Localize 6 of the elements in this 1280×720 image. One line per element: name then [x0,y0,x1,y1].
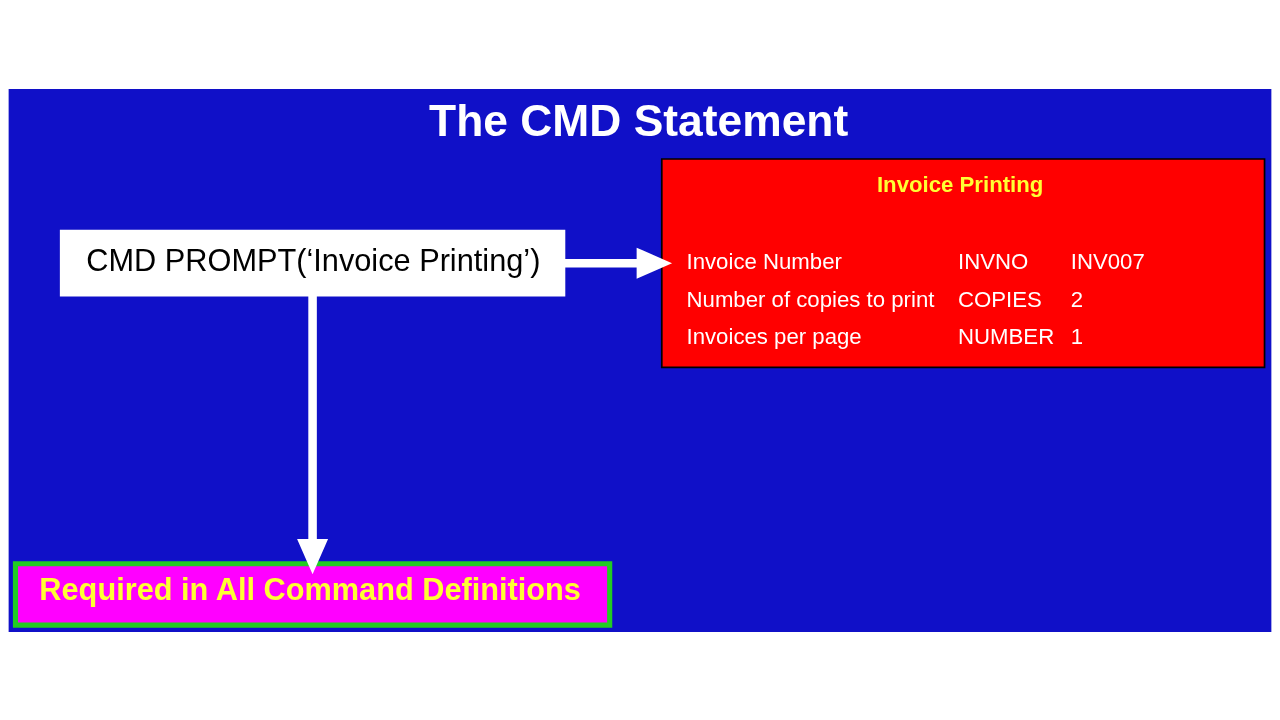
arrow [562,247,673,279]
node-box: Invoice Printing Invoice Number INVNO INV007 Number of copies to print COPIES 2 Invoices per page NUMBER 1 [660,157,1266,368]
diagram-title: The CMD Statement [429,95,849,145]
node-box: CMD PROMPT(‘Invoice Printing’) [59,229,566,296]
node-box: Required in All Command Definitions [12,560,613,628]
arrow [297,293,329,574]
